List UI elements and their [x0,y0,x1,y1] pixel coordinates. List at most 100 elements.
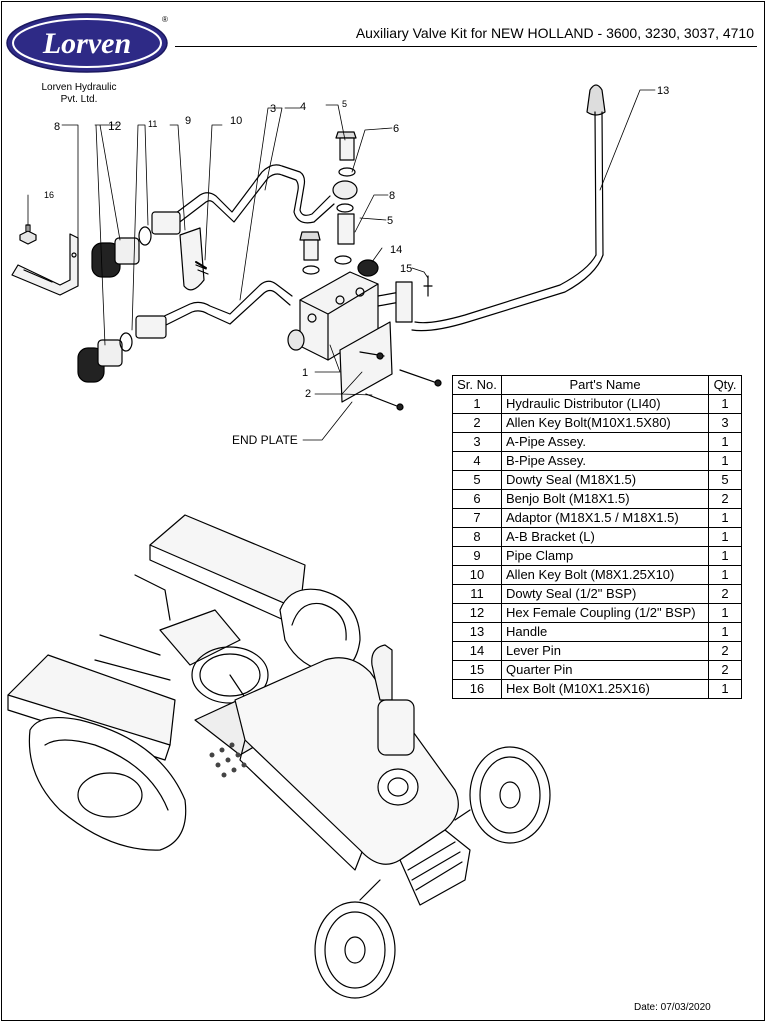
row-qty: 1 [708,394,742,414]
row-sr-no: 8 [452,527,502,547]
callout-10: 10 [230,115,242,127]
callout-2: 2 [305,388,311,400]
end-plate-label: END PLATE [232,433,298,447]
page-title: Auxiliary Valve Kit for NEW HOLLAND - 36… [355,25,754,41]
header-parts-name: Part's Name [501,375,709,395]
row-sr-no: 16 [452,679,502,699]
row-qty: 1 [708,565,742,585]
callout-3: 3 [270,103,276,115]
leader-lines [27,89,656,441]
callout-5-lower: 5 [387,215,393,227]
row-part-name: B-Pipe Assey. [501,451,709,471]
lorven-logo: Lorven ® [6,13,168,73]
row-part-name: Handle [501,622,709,642]
row-part-name: Hydraulic Distributor (LI40) [501,394,709,414]
row-qty: 1 [708,432,742,452]
row-sr-no: 9 [452,546,502,566]
row-sr-no: 14 [452,641,502,661]
benjo-bolts-drawing [299,131,358,275]
tractor-illustration [7,514,551,999]
row-qty: 1 [708,451,742,471]
callout-15: 15 [400,263,412,275]
row-sr-no: 2 [452,413,502,433]
callout-1: 1 [302,367,308,379]
row-part-name: Dowty Seal (1/2" BSP) [501,584,709,604]
callout-12: 12 [108,119,122,133]
callout-16: 16 [44,190,54,200]
row-qty: 1 [708,622,742,642]
hydraulic-distributor-drawing [287,259,379,361]
pipe-assemblies-drawing [159,164,335,327]
registered-mark: ® [162,15,168,24]
row-qty: 2 [708,584,742,604]
row-qty: 1 [708,527,742,547]
pipe-clamp-drawing [179,227,209,291]
company-name: Lorven Hydraulic Pvt. Ltd. [20,82,138,106]
row-sr-no: 10 [452,565,502,585]
row-part-name: Dowty Seal (M18X1.5) [501,470,709,490]
handle-drawing [411,84,606,332]
row-qty: 1 [708,546,742,566]
parts-table-header: Sr. No. Part's Name Qty. [452,375,742,395]
row-qty: 2 [708,489,742,509]
dowty-seals-drawing [119,226,152,352]
lever-pins-drawing [377,275,433,323]
callout-8-right: 8 [389,190,395,202]
row-sr-no: 15 [452,660,502,680]
title-underline [175,46,757,47]
row-part-name: Lever Pin [501,641,709,661]
logo-text: Lorven [42,27,131,60]
company-line-2: Pvt. Ltd. [60,94,98,105]
row-part-name: A-Pipe Assey. [501,432,709,452]
adaptors-drawing [135,211,181,339]
row-sr-no: 7 [452,508,502,528]
callout-4: 4 [300,101,306,113]
callout-5-upper: 5 [342,99,347,109]
row-part-name: A-B Bracket (L) [501,527,709,547]
row-qty: 2 [708,660,742,680]
callout-9: 9 [185,115,191,127]
callout-6: 6 [393,123,399,135]
row-sr-no: 6 [452,489,502,509]
row-part-name: Quarter Pin [501,660,709,680]
female-couplings-drawing [77,237,140,383]
row-sr-no: 4 [452,451,502,471]
row-sr-no: 3 [452,432,502,452]
row-qty: 1 [708,679,742,699]
callout-8-left: 8 [54,121,60,133]
row-part-name: Allen Key Bolt (M8X1.25X10) [501,565,709,585]
row-qty: 5 [708,470,742,490]
ab-bracket-drawing [11,233,79,296]
row-part-name: Benjo Bolt (M18X1.5) [501,489,709,509]
row-qty: 2 [708,641,742,661]
callout-13: 13 [657,85,669,97]
row-qty: 1 [708,508,742,528]
header-qty: Qty. [708,375,742,395]
header-sr-no: Sr. No. [452,375,502,395]
row-part-name: Hex Female Coupling (1/2" BSP) [501,603,709,623]
row-part-name: Pipe Clamp [501,546,709,566]
hex-bolt-drawing [19,224,37,245]
callout-11: 11 [148,119,157,129]
row-sr-no: 5 [452,470,502,490]
row-sr-no: 1 [452,394,502,414]
row-sr-no: 11 [452,584,502,604]
row-sr-no: 12 [452,603,502,623]
document-date: Date: 07/03/2020 [634,1002,711,1013]
